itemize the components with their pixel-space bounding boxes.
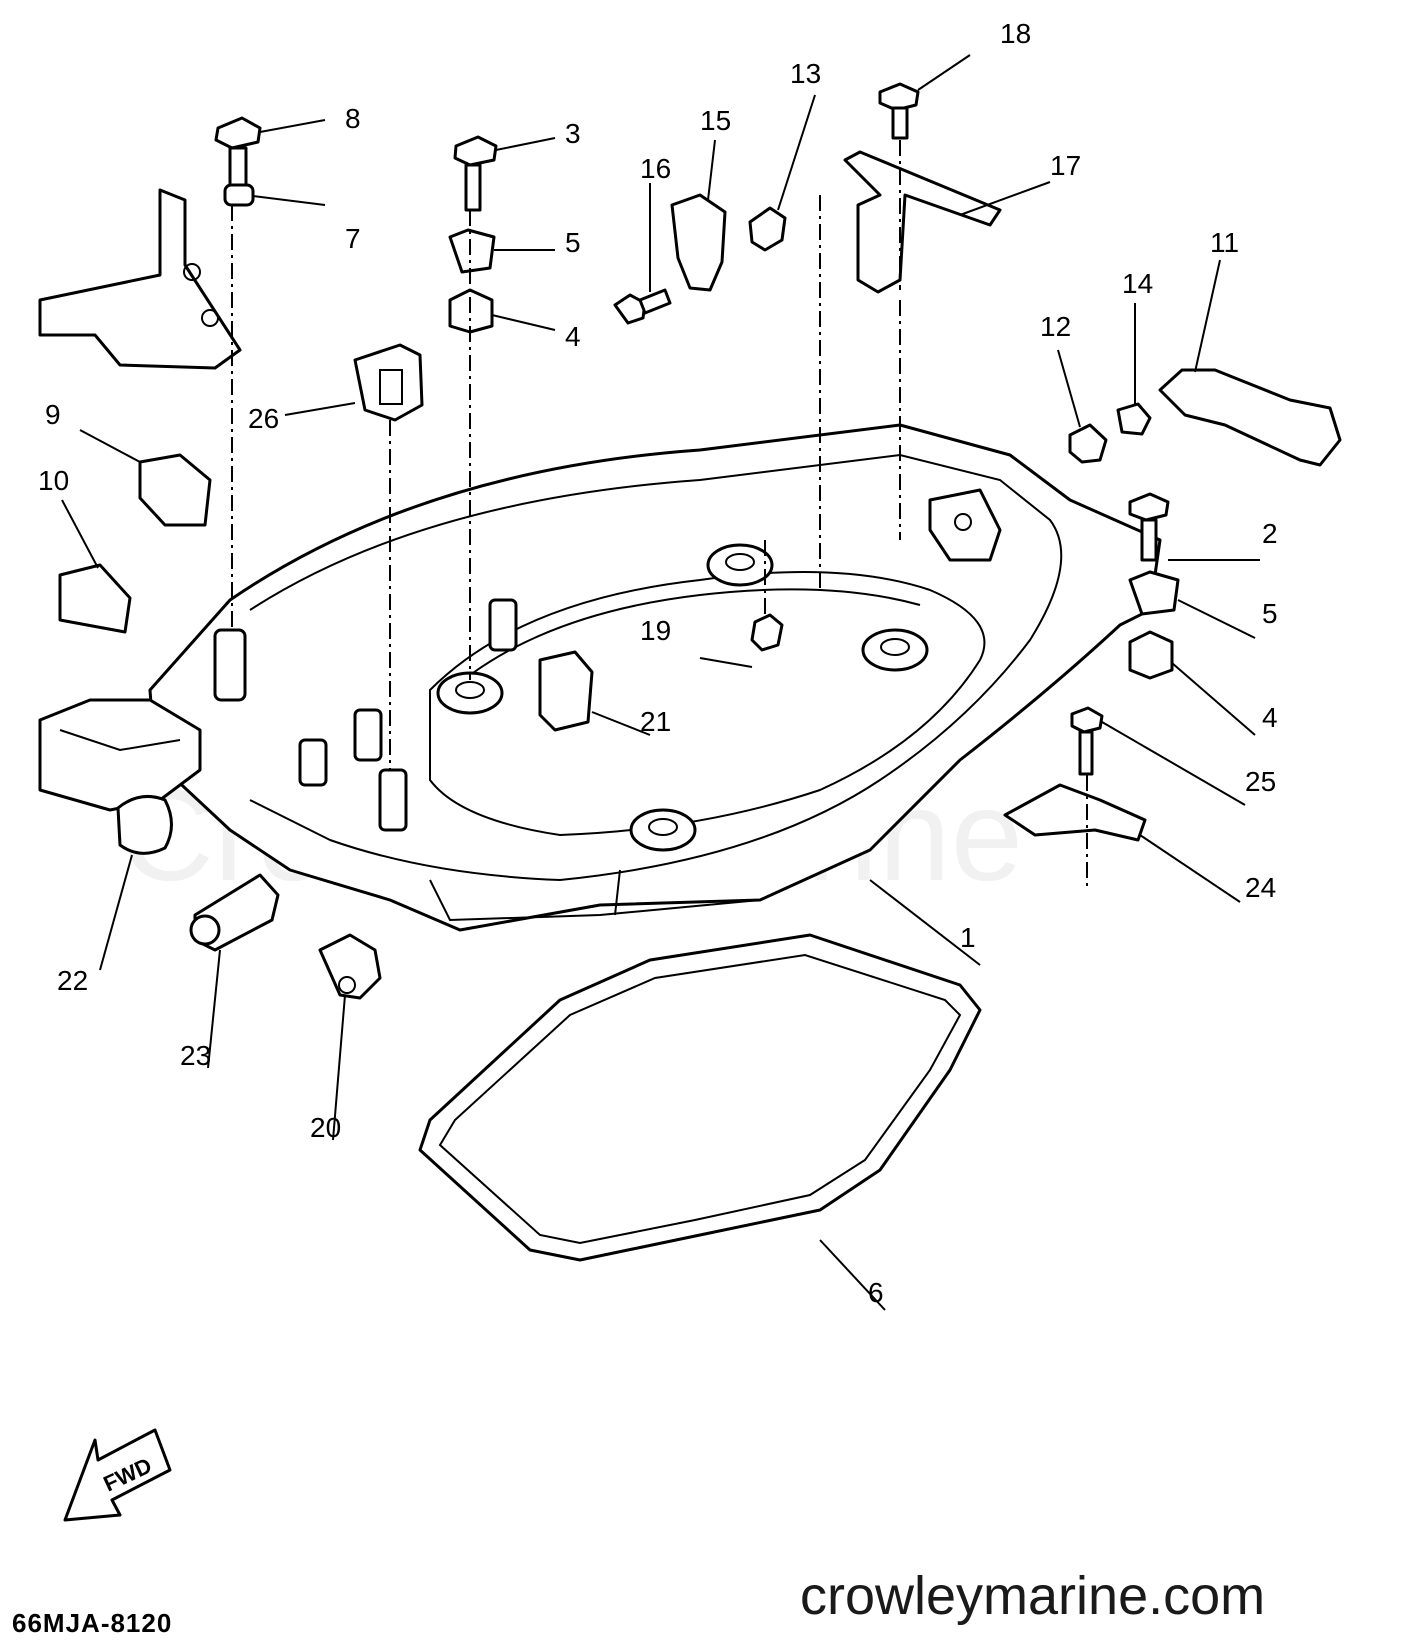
- plate-17: [843, 150, 1002, 294]
- callout-17: 17: [1050, 150, 1081, 181]
- bolt-2: [1128, 492, 1170, 562]
- plug-21: [538, 650, 594, 732]
- callout-9: 9: [45, 399, 61, 430]
- site-url-text: crowleymarine.com: [800, 1566, 1266, 1626]
- callout-16: 16: [640, 153, 671, 184]
- callout-1: 1: [960, 922, 976, 953]
- callout-19: 19: [640, 615, 671, 646]
- bolt-18: [878, 82, 920, 140]
- callout-2: 2: [1262, 518, 1278, 549]
- callout-5-right: 5: [1262, 598, 1278, 629]
- left-bracket: [38, 188, 242, 370]
- grommet-13: [748, 206, 787, 252]
- bottom-cowling: [38, 423, 1162, 932]
- clip-26: [353, 343, 424, 422]
- grommet-20: [318, 933, 382, 1000]
- bolt-8: [214, 116, 262, 192]
- callout-21: 21: [640, 706, 671, 737]
- callout-10: 10: [38, 465, 69, 496]
- pad-10: [58, 563, 132, 634]
- callout-numbers: 8 7 3 5 4 16 15 13 18 17 11 14 12 9 10 2…: [38, 18, 1278, 1308]
- clip-19: [750, 613, 784, 652]
- callout-12: 12: [1040, 311, 1071, 342]
- bolt-25: [1070, 706, 1104, 776]
- assembly-lines: [231, 140, 1088, 890]
- grommet-4-right: [1128, 630, 1174, 680]
- bolt-3: [453, 135, 498, 212]
- fwd-arrow-icon: FWD: [63, 1428, 172, 1522]
- diagram-code: 66MJA-8120: [12, 1608, 173, 1638]
- callout-14: 14: [1122, 268, 1153, 299]
- grommet-23-hole: [189, 914, 221, 946]
- lever-11: [1158, 368, 1342, 467]
- lever-15: [670, 193, 727, 292]
- collar-5-right: [1128, 570, 1180, 616]
- callout-24: 24: [1245, 872, 1276, 903]
- callout-3: 3: [565, 118, 581, 149]
- callout-25: 25: [1245, 766, 1276, 797]
- cap-22: [116, 794, 173, 855]
- plate-24: [1003, 783, 1147, 842]
- leader-lines: [61, 54, 1260, 1311]
- callout-4-right: 4: [1262, 702, 1278, 733]
- callout-26: 26: [248, 403, 279, 434]
- collar-7: [223, 183, 255, 207]
- bottom-cowling-seal: [418, 933, 982, 1262]
- callout-13: 13: [790, 58, 821, 89]
- callout-18: 18: [1000, 18, 1031, 49]
- callout-6: 6: [868, 1277, 884, 1308]
- callout-4-center: 4: [565, 321, 581, 352]
- callout-11: 11: [1210, 227, 1239, 258]
- callout-22: 22: [57, 965, 88, 996]
- screw-16: [613, 288, 672, 325]
- callout-23: 23: [180, 1040, 211, 1071]
- rubber-9: [138, 453, 212, 527]
- callout-20: 20: [310, 1112, 341, 1143]
- callout-15: 15: [700, 105, 731, 136]
- callout-7: 7: [345, 223, 361, 254]
- callout-5-center: 5: [565, 227, 581, 258]
- collar-5-center: [448, 228, 496, 274]
- washer-14: [1116, 402, 1152, 436]
- grommet-12: [1068, 423, 1108, 464]
- callout-8: 8: [345, 103, 361, 134]
- grommet-20-hole: [338, 976, 356, 994]
